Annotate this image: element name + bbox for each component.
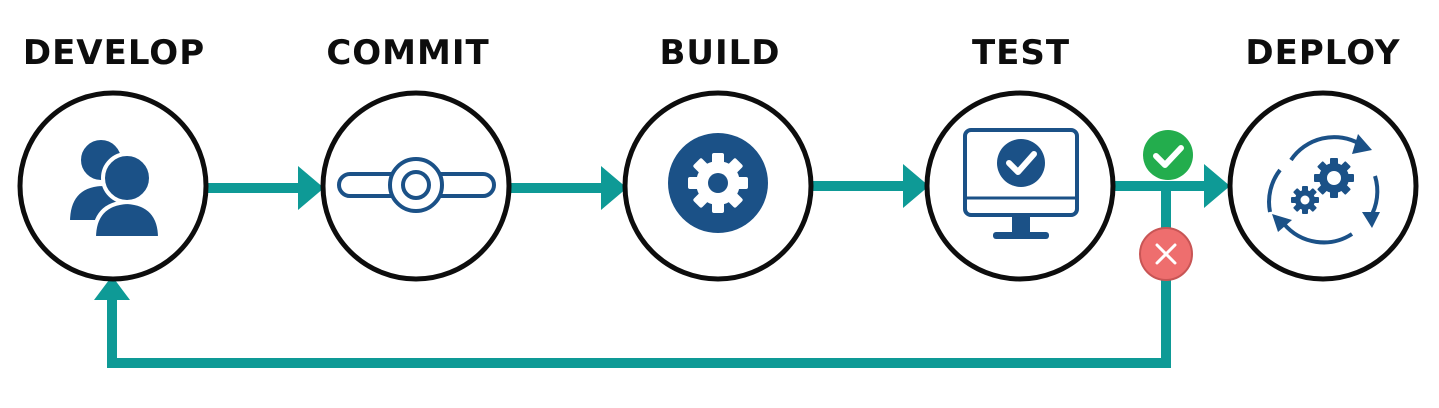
stage-label-develop: DEVELOP [22,33,206,73]
stage-label-deploy: DEPLOY [1245,33,1401,73]
stage-label-test: TEST [971,33,1071,73]
flow-arrow-test-deploy [1112,164,1230,208]
gear-icon [668,133,768,233]
flow-arrow-commit-build [510,166,627,210]
stage-label-commit: COMMIT [326,33,490,73]
x-circle-icon [1139,227,1193,281]
check-circle-icon [1143,130,1193,180]
users-icon [65,136,163,240]
stage-label-build: BUILD [659,33,781,73]
gears-cycle-icon [1267,134,1380,245]
flow-arrow-develop-commit [207,166,324,210]
monitor-check-icon [963,128,1079,239]
git-commit-icon [337,157,496,213]
flow-arrow-build-test [812,164,929,208]
